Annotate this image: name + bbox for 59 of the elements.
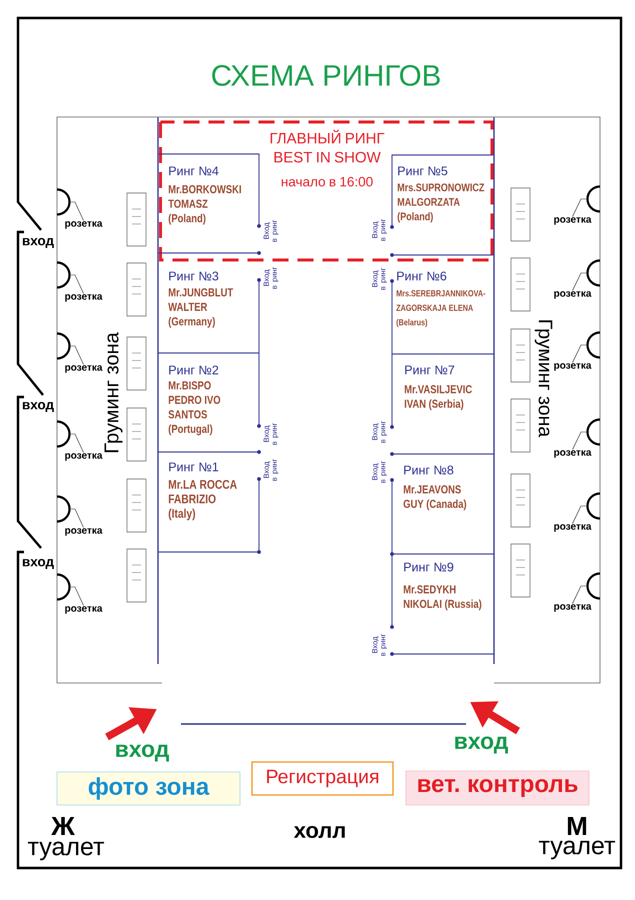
leader-line xyxy=(572,198,588,217)
socket-symbol xyxy=(56,573,71,601)
restroom-label: туалет xyxy=(28,842,104,860)
socket-label: розетка xyxy=(65,294,102,302)
ring-box: Ринг №8 Mr.JEAVONS GUY (Canada) xyxy=(392,466,494,554)
socket-symbol xyxy=(586,185,600,213)
socket-label: розетка xyxy=(65,365,102,373)
socket-label: розетка xyxy=(554,291,592,299)
leader-line xyxy=(572,344,588,363)
leader-line xyxy=(70,508,84,528)
socket-label: розетка xyxy=(554,363,592,371)
zone-label: Груминг зона xyxy=(534,320,552,438)
socket-symbol xyxy=(586,331,600,359)
area-box: Регистрация xyxy=(251,761,394,796)
socket-label: розетка xyxy=(65,528,102,536)
socket-symbol xyxy=(56,261,71,289)
ring-box: Ринг №5 Mrs.SUPRONOWICZ MALGORZATA (Poland) xyxy=(392,154,494,256)
socket-symbol xyxy=(56,188,71,216)
door-label: вход xyxy=(22,238,54,248)
entrance-label: вход xyxy=(455,736,508,754)
restroom-label: туалет xyxy=(538,840,616,860)
socket-symbol xyxy=(56,495,71,523)
socket-label: розетка xyxy=(554,524,592,532)
area-box: вет. контроль xyxy=(406,770,590,806)
socket-symbol xyxy=(56,420,71,448)
socket-label: розетка xyxy=(554,450,592,458)
socket-symbol xyxy=(586,572,600,600)
zone-label: Груминг зона xyxy=(104,332,122,452)
ring-box: Ринг №4 Mr.BORKOWSKI TOMASZ (Poland) xyxy=(158,154,260,254)
leader-line xyxy=(572,586,588,604)
ring-box: Ринг №3 Mr.JUNGBLUT WALTER (Germany) xyxy=(158,272,260,354)
socket-symbol xyxy=(56,332,71,360)
leader-line xyxy=(572,272,588,291)
ring-box: Ринг №2 Mr.BISPO PEDRO IVO SANTOS (Portugal) xyxy=(158,352,260,452)
ring-box: Ринг №1 Mr.LA ROCCA FABRIZIO (Italy) xyxy=(158,462,260,552)
socket-symbol xyxy=(586,492,600,520)
leader-line xyxy=(572,432,588,450)
leader-line xyxy=(572,506,588,524)
restroom-label: Ж xyxy=(51,817,75,835)
room-label: холл xyxy=(294,826,345,838)
title: СХЕМА РИНГОВ xyxy=(212,65,440,86)
ring-box: Ринг №9 Mr.SEDYKH NIKOLAI (Russia) xyxy=(392,554,494,654)
socket-symbol xyxy=(586,259,600,287)
door-label: вход xyxy=(22,402,54,412)
socket-label: розетка xyxy=(554,604,592,612)
leader-line xyxy=(70,274,84,294)
socket-label: розетка xyxy=(65,606,102,614)
leader-line xyxy=(70,202,84,221)
leader-line xyxy=(70,346,84,365)
door-label: вход xyxy=(22,559,54,569)
socket-symbol xyxy=(586,418,600,446)
ring-box: Ринг №6 Mrs.SEREBRJANNIKOVA- ZAGORSKAJA ELENA (Belarus) xyxy=(392,272,494,354)
socket-label: розетка xyxy=(554,217,592,225)
area-box: фото зона xyxy=(56,772,240,806)
socket-label: розетка xyxy=(65,221,102,229)
leader-line xyxy=(70,434,84,453)
socket-label: розетка xyxy=(65,453,102,461)
leader-line xyxy=(70,586,84,606)
ring-box: Ринг №7 Mr.VASILJEVIC IVAN (Serbia) xyxy=(392,354,494,454)
